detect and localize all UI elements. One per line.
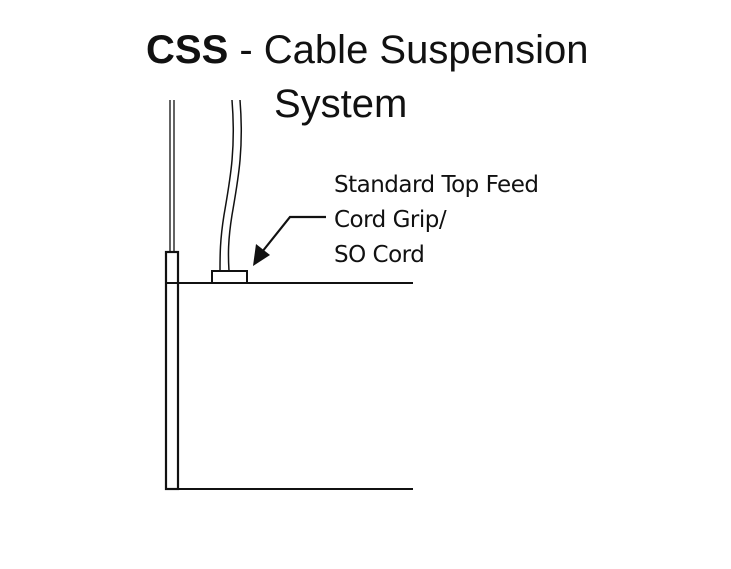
title-abbrev: CSS [146,28,229,72]
callout-arrow-line [261,215,326,253]
callout-line-3: SO Cord [334,242,425,268]
suspension-cable [169,100,175,252]
cord-grip [211,270,248,284]
title-text: - Cable Suspension [228,28,589,72]
callout-arrowhead-icon [253,244,270,266]
callout-line-1: Standard Top Feed [334,172,539,198]
diagram-title-line2: System [274,82,408,126]
side-mount-bracket [164,250,180,491]
callout-line-2: Cord Grip/ [334,207,447,233]
so-cord [219,99,243,272]
diagram-title: CSS - Cable Suspension [146,28,588,73]
